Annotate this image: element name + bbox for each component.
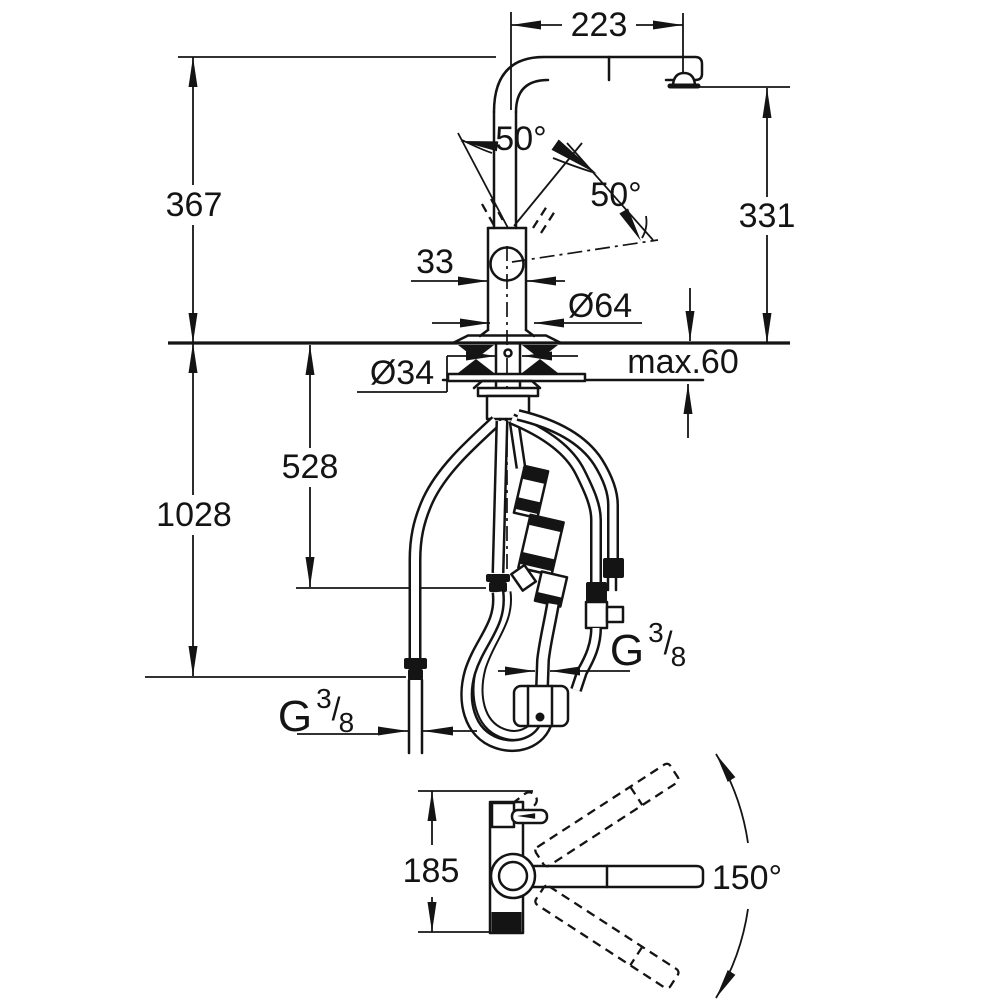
top-view-body bbox=[488, 791, 549, 935]
dim-label-64: Ø64 bbox=[568, 287, 632, 325]
dim-label-528: 528 bbox=[282, 448, 339, 486]
body-base-black bbox=[491, 912, 522, 932]
mounting-cone bbox=[472, 379, 542, 390]
dim-spout-height: 367 bbox=[166, 57, 223, 343]
dim-hose-drop-outer: 1028 bbox=[156, 343, 232, 676]
dim-body-diameter: Ø64 bbox=[432, 287, 642, 328]
dim-max-counter-thickness: max.60 bbox=[627, 288, 739, 438]
dim-label-50-right: 50° bbox=[590, 176, 641, 214]
dim-label-367: 367 bbox=[166, 186, 223, 224]
dim-spout-reach: 223 bbox=[511, 6, 683, 44]
dim-label-1028: 1028 bbox=[156, 496, 232, 534]
supply-hose-2 bbox=[516, 409, 624, 592]
dim-swivel-range: 150° bbox=[712, 753, 782, 999]
lever-dashed-right bbox=[532, 202, 550, 229]
dim-label-max60: max.60 bbox=[627, 343, 739, 381]
middle-hose-fitting bbox=[486, 574, 510, 582]
swivel-joint-inner bbox=[497, 860, 529, 892]
top-view-spout-arm bbox=[526, 864, 705, 889]
dim-outlet-height: 331 bbox=[739, 88, 796, 343]
mounting-shank bbox=[446, 341, 587, 436]
hoses bbox=[404, 409, 625, 755]
swivel-arm-dashed-down bbox=[534, 884, 680, 990]
spout-outlet bbox=[671, 71, 697, 87]
dim-top-view-depth: 185 bbox=[403, 791, 460, 932]
swivel-arm-dashed-up bbox=[534, 762, 680, 868]
dim-label-50-left: 50° bbox=[495, 120, 546, 158]
dim-label-185: 185 bbox=[403, 852, 460, 890]
front-view: 223 367 331 1028 528 bbox=[145, 6, 796, 755]
lever-base-top-view bbox=[490, 801, 516, 829]
spout-outline bbox=[492, 55, 704, 114]
supply-hose-valve bbox=[509, 413, 625, 692]
dim-label-33: 33 bbox=[416, 243, 454, 281]
check-valve-cartridge bbox=[508, 420, 569, 689]
spray-hose-fitting bbox=[404, 658, 427, 669]
dim-label-34: Ø34 bbox=[370, 354, 434, 392]
lever-angle-annotations: 50° 50° bbox=[457, 120, 654, 244]
dim-label-331: 331 bbox=[739, 197, 796, 235]
top-view: 185 bbox=[403, 753, 782, 999]
lever-axis-centerline bbox=[511, 239, 659, 263]
dim-lever-width: 33 bbox=[411, 243, 565, 286]
dim-hose-drop-inner: 528 bbox=[282, 345, 339, 587]
dim-label-150: 150° bbox=[712, 859, 782, 897]
counterweight bbox=[512, 684, 570, 728]
angle-valve-handle bbox=[605, 605, 625, 624]
angle-valve-body bbox=[584, 600, 609, 630]
lever-dashed-left bbox=[480, 203, 498, 230]
dim-label-223: 223 bbox=[571, 6, 628, 44]
